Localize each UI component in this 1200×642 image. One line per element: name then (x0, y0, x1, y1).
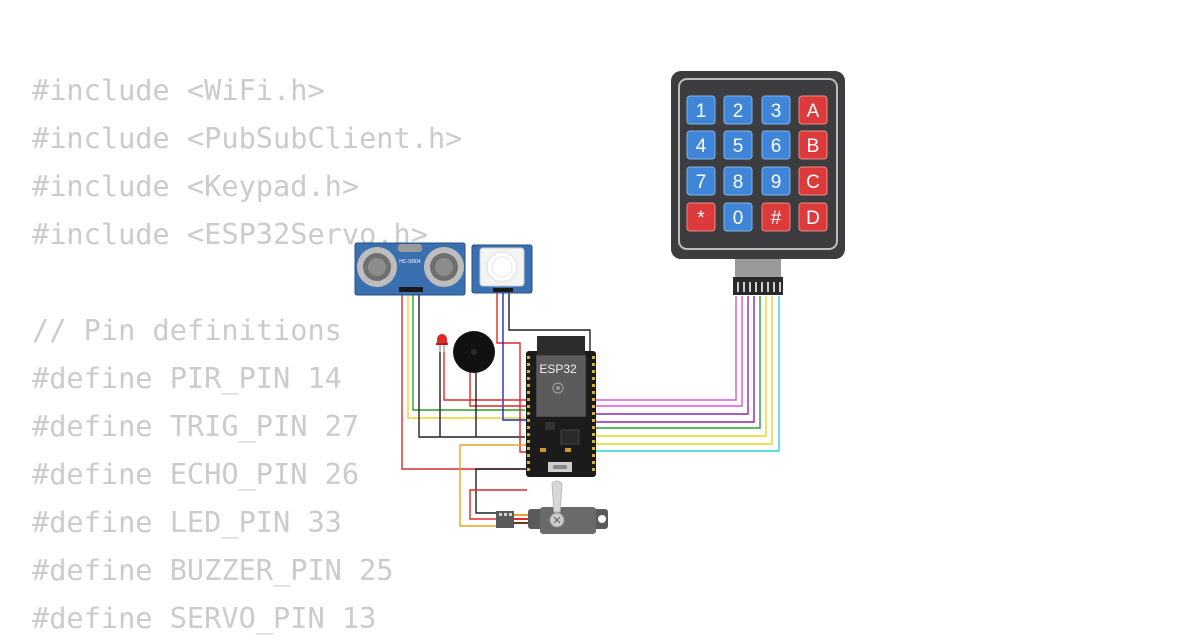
key-label: 5 (733, 136, 744, 157)
code-line-servo-pin: #define SERVO_PIN 13 (32, 601, 377, 635)
key-3[interactable]: 3 (761, 95, 791, 125)
code-line-led-pin: #define LED_PIN 33 (32, 505, 342, 539)
esp32-pins-right (592, 356, 595, 471)
code-line-comment: // Pin definitions (32, 313, 342, 347)
wire-keypad-7[interactable] (596, 296, 773, 445)
code-line-include-wifi: #include <WiFi.h> (32, 73, 325, 107)
key-b[interactable]: B (798, 130, 828, 160)
wire-servo-gnd[interactable] (475, 468, 527, 514)
wire-keypad-8[interactable] (596, 296, 780, 452)
wire-ultrasonic-vcc[interactable] (401, 294, 525, 470)
wire-keypad-5[interactable] (596, 296, 761, 429)
key-a[interactable]: A (798, 95, 828, 125)
wire-pir-vcc[interactable] (496, 292, 527, 453)
wire-keypad-3[interactable] (596, 296, 749, 415)
key-label: C (806, 172, 820, 193)
key-star[interactable]: * (686, 202, 716, 232)
wire-ultrasonic-echo[interactable] (412, 294, 525, 411)
key-label: 2 (733, 101, 744, 122)
wire-pir-gnd[interactable] (508, 292, 591, 352)
led-red[interactable] (436, 334, 448, 352)
key-label: 3 (771, 101, 782, 122)
key-9[interactable]: 9 (761, 166, 791, 196)
key-label: 9 (771, 172, 782, 193)
esp32-label: ESP32 (539, 362, 577, 376)
key-5[interactable]: 5 (723, 130, 753, 160)
wire-keypad-4[interactable] (596, 296, 755, 423)
code-line-echo-pin: #define ECHO_PIN 26 (32, 457, 360, 491)
key-6[interactable]: 6 (761, 130, 791, 160)
key-label: 1 (696, 101, 707, 122)
wires (401, 292, 780, 527)
key-1[interactable]: 1 (686, 95, 716, 125)
code-line-include-keypad: #include <Keypad.h> (32, 169, 360, 203)
wire-pir-out[interactable] (502, 292, 527, 421)
key-label: 8 (733, 172, 744, 193)
pir-sensor[interactable] (471, 244, 533, 294)
servo-motor[interactable] (496, 480, 608, 534)
buzzer[interactable] (453, 331, 495, 373)
keypad-connector (733, 259, 783, 295)
key-label: B (807, 136, 820, 157)
key-label: 0 (733, 208, 744, 229)
keypad[interactable]: 1 2 3 A 4 5 6 B 7 8 9 C * 0 # D (671, 71, 845, 295)
key-8[interactable]: 8 (723, 166, 753, 196)
key-d[interactable]: D (798, 202, 828, 232)
code-line-trig-pin: #define TRIG_PIN 27 (32, 409, 360, 443)
key-label: 4 (696, 136, 707, 157)
wire-led-anode[interactable] (443, 352, 527, 401)
wire-ultrasonic-gnd[interactable] (418, 294, 525, 438)
code-line-buzzer-pin: #define BUZZER_PIN 25 (32, 553, 394, 587)
wire-servo-vcc[interactable] (469, 489, 527, 520)
key-label: A (807, 101, 820, 122)
wire-keypad-2[interactable] (596, 296, 743, 407)
key-c[interactable]: C (798, 166, 828, 196)
key-7[interactable]: 7 (686, 166, 716, 196)
code-line-pir-pin: #define PIR_PIN 14 (32, 361, 342, 395)
esp32-pins-left (527, 356, 530, 471)
key-label: # (771, 208, 782, 229)
ultrasonic-label: HC-SR04 (399, 259, 421, 265)
wire-ultrasonic-trig[interactable] (407, 294, 525, 419)
ultrasonic-sensor[interactable]: HC-SR04 (354, 242, 466, 296)
esp32-board[interactable]: ESP32 (526, 336, 596, 477)
code-overlay: #include <WiFi.h> #include <PubSubClient.… (32, 66, 462, 642)
key-hash[interactable]: # (761, 202, 791, 232)
key-label: * (697, 208, 705, 229)
wire-keypad-1[interactable] (596, 296, 737, 401)
key-2[interactable]: 2 (723, 95, 753, 125)
wire-servo-signal[interactable] (459, 444, 527, 527)
key-label: 6 (771, 136, 782, 157)
code-line-include-pubsub: #include <PubSubClient.h> (32, 121, 463, 155)
key-label: D (806, 208, 820, 229)
wire-keypad-6[interactable] (596, 296, 767, 437)
wire-buzzer-pos[interactable] (469, 366, 527, 407)
key-0[interactable]: 0 (723, 202, 753, 232)
key-label: 7 (696, 172, 707, 193)
key-4[interactable]: 4 (686, 130, 716, 160)
